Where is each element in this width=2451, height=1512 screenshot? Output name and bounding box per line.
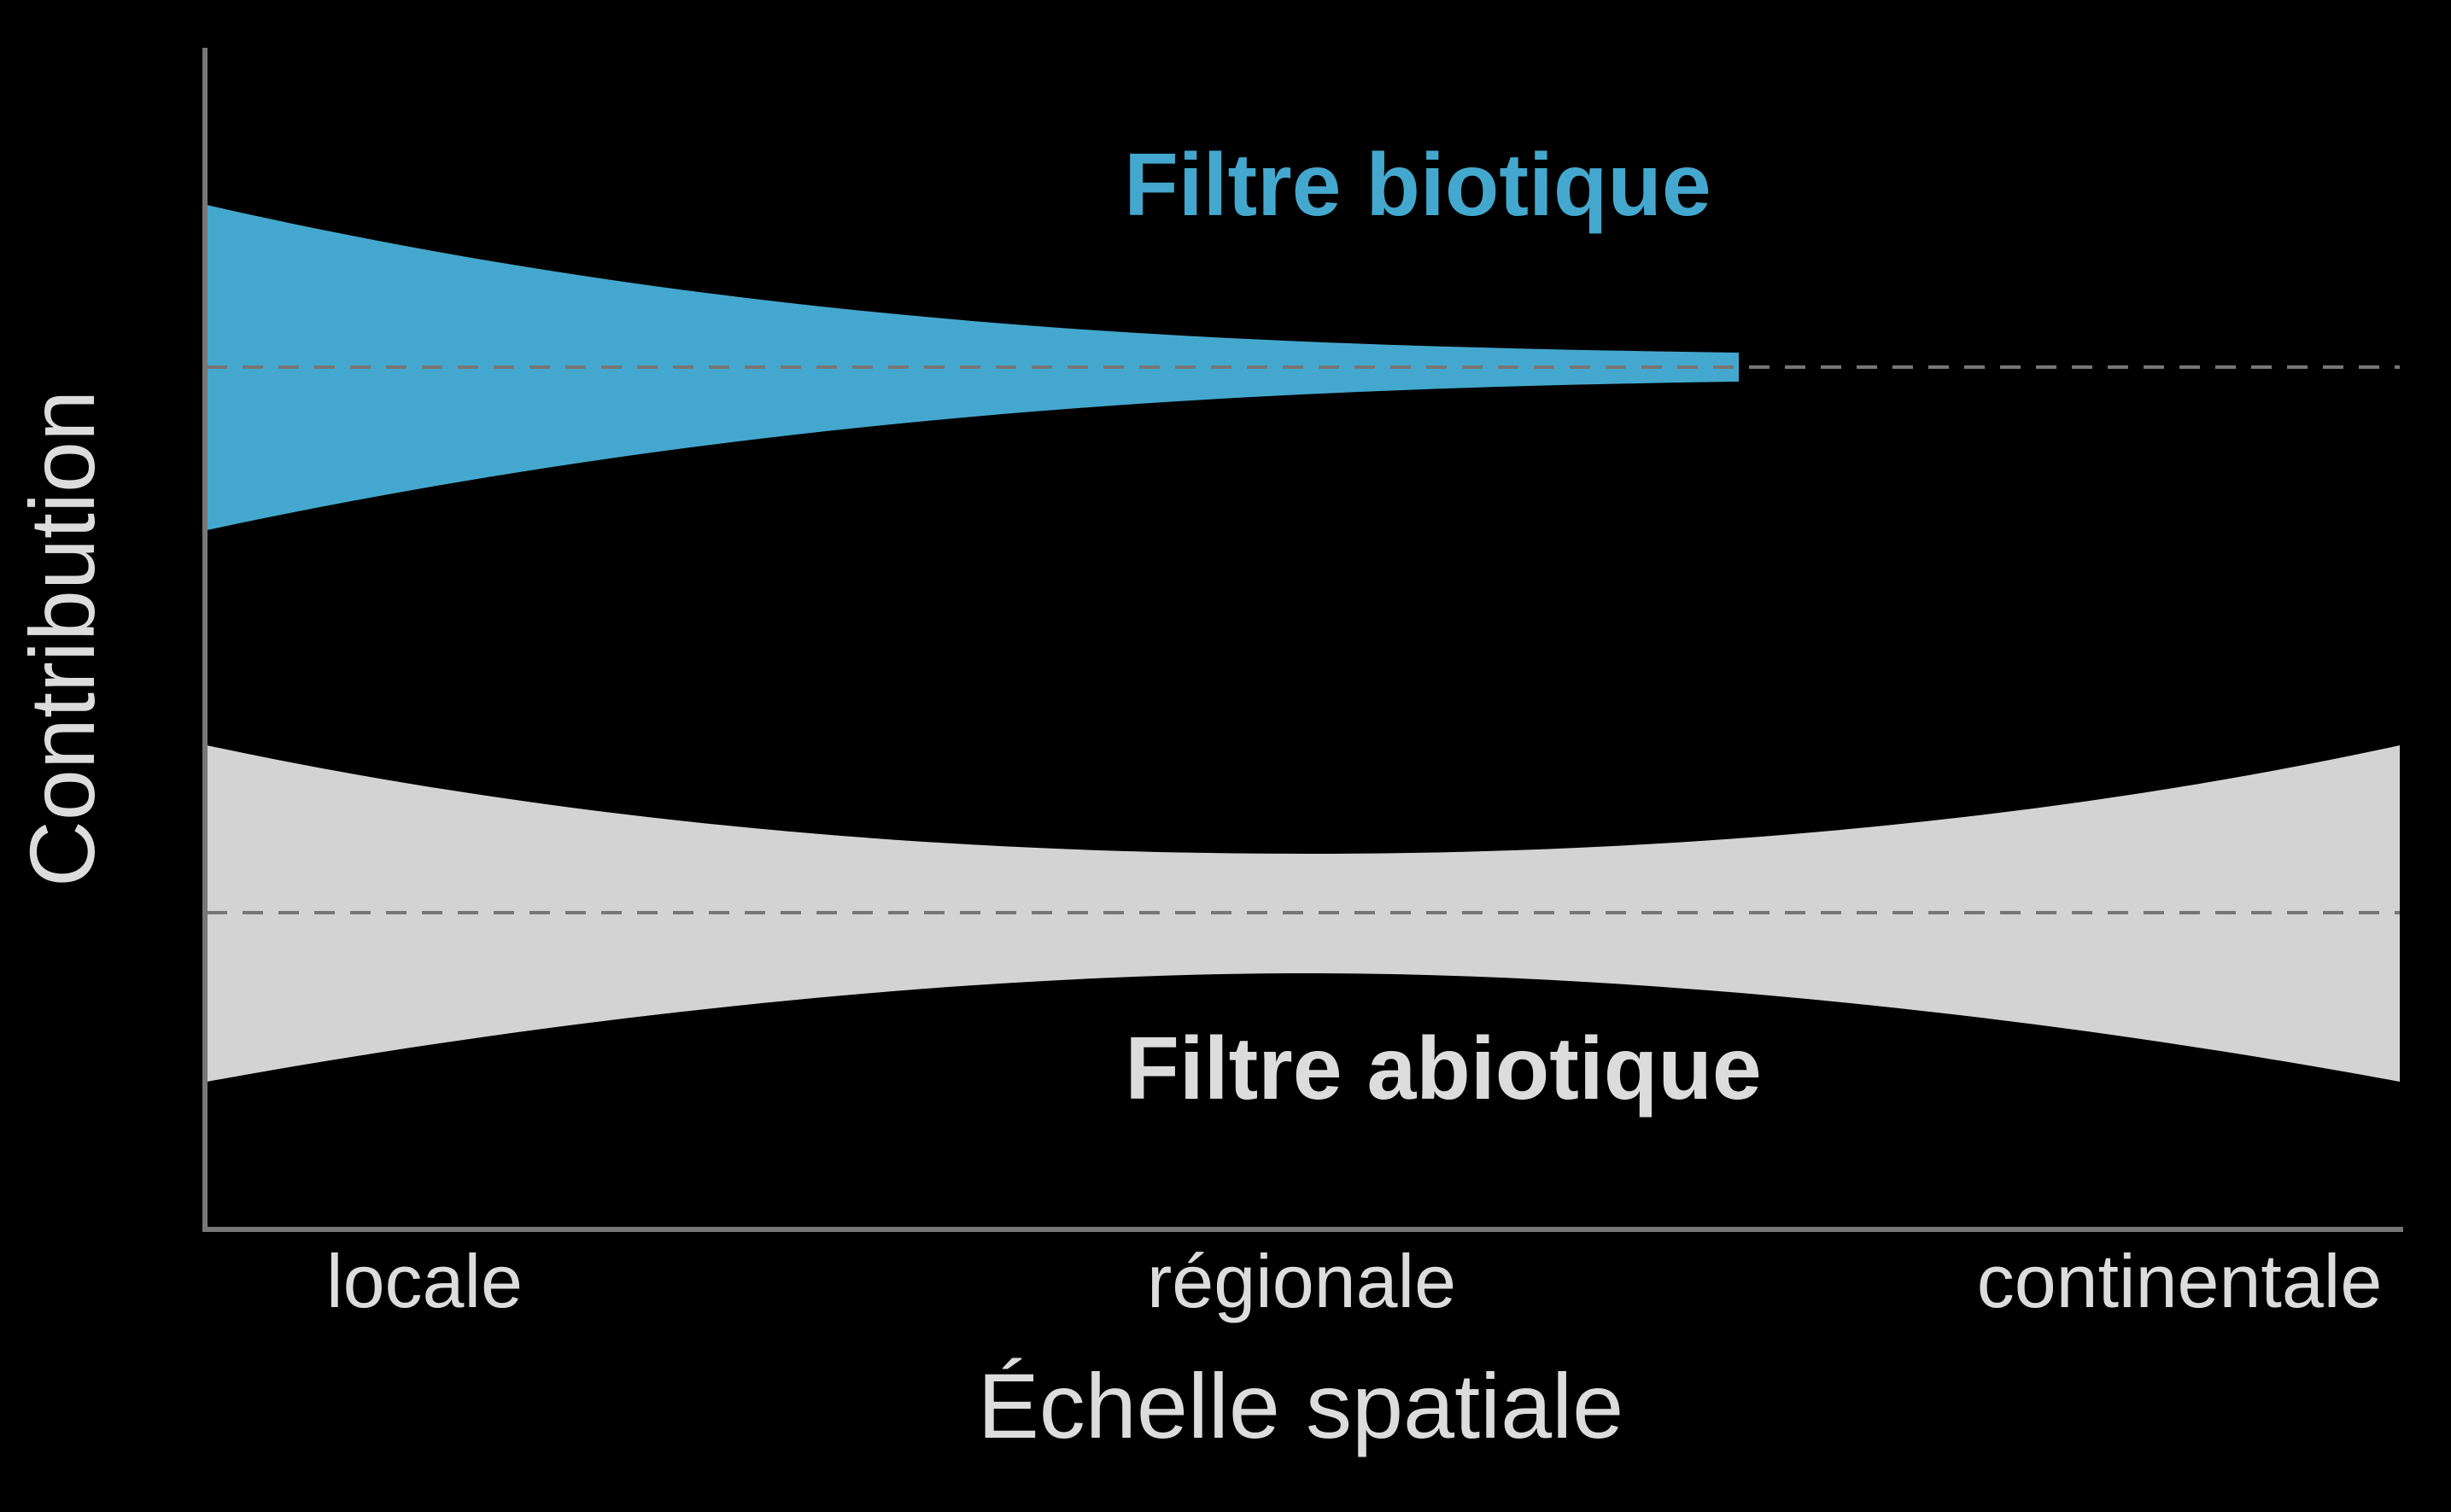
abiotic-filter-label: Filtre abiotique <box>1125 1019 1761 1118</box>
x-tick-locale: locale <box>326 1239 523 1323</box>
x-tick-continentale: continentale <box>1977 1239 2383 1323</box>
x-tick-regionale: régionale <box>1147 1239 1456 1323</box>
x-axis-title: Échelle spatiale <box>978 1354 1623 1457</box>
abiotic-filter-band <box>207 745 2400 1082</box>
biotic-filter-label: Filtre biotique <box>1124 136 1711 235</box>
y-axis-title: Contribution <box>10 390 114 887</box>
